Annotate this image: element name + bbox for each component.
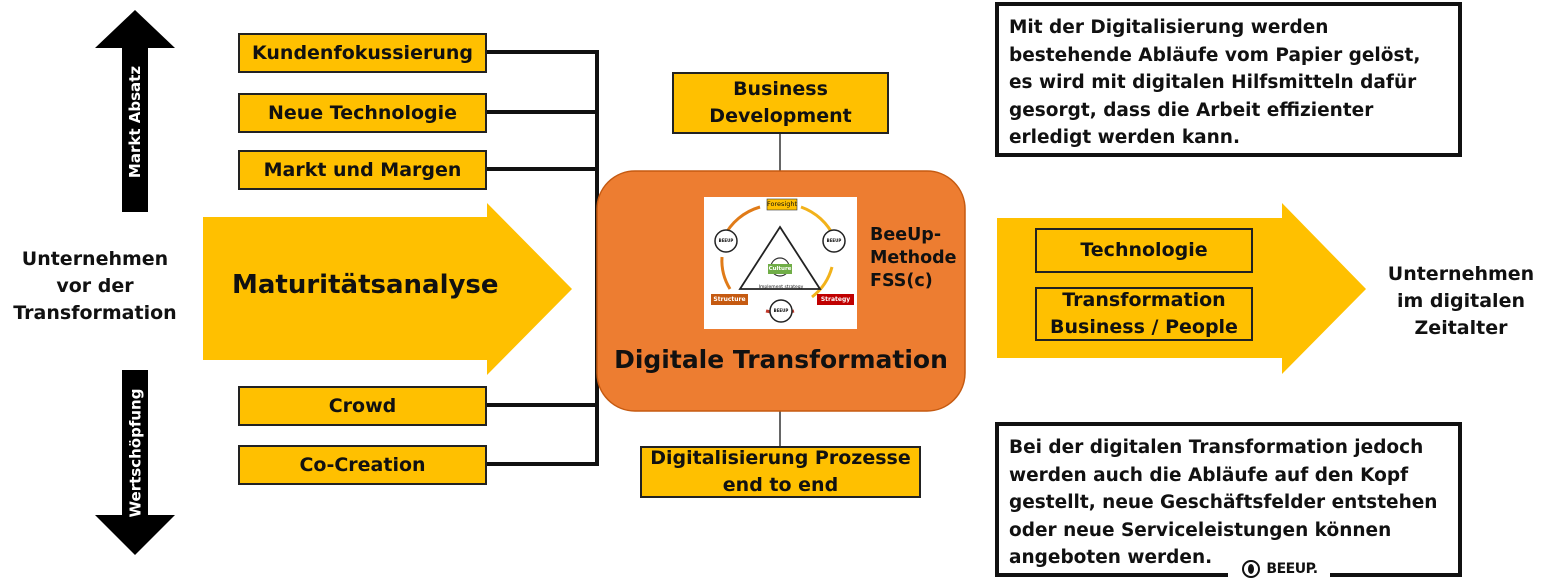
implement-label: Implement strategy (758, 285, 804, 290)
beeup-badge-icon (714, 229, 738, 253)
logo-text: BEEUP. (1266, 561, 1318, 577)
fss-cycle-diagram (711, 198, 854, 323)
note-digitalization: Mit der Digitalisierung werden bestehend… (995, 2, 1462, 157)
start-label: Unternehmen vor der Transformation (13, 248, 177, 324)
market-label: Markt Absatz (126, 65, 144, 179)
factor-customer-focus: Kundenfokussierung (238, 33, 487, 73)
business-development-box: Business Development (672, 72, 889, 134)
center-title: Digitale Transformation (614, 345, 948, 374)
strategy-label: Strategy (820, 296, 851, 303)
badge-text: BEEUP (718, 238, 734, 243)
badge-text: BEEUP (826, 238, 842, 243)
factor-market-margins: Markt und Margen (238, 150, 487, 190)
outcome-transformation: Transformation Business / People (1035, 287, 1253, 341)
down-arrow (95, 370, 175, 555)
factor-crowd: Crowd (238, 386, 487, 426)
factor-new-technology: Neue Technologie (238, 93, 487, 133)
outcome-technology: Technologie (1035, 228, 1253, 273)
culture-label: Culture (768, 266, 792, 272)
bee-icon (1242, 560, 1261, 578)
beeup-badge-icon (769, 299, 793, 323)
factor-co-creation: Co-Creation (238, 445, 487, 485)
end-label: Unternehmen im digitalen Zeitalter (1387, 263, 1535, 339)
foresight-label: Foresight (767, 200, 797, 208)
up-arrow (95, 10, 175, 212)
note-transformation: Bei der digitalen Transformation jedoch … (995, 422, 1462, 577)
down-arrow-label-wrap: Wertschöpfung (65, 389, 205, 518)
maturity-arrow-shape (203, 203, 572, 375)
badge-text: BEEUP (773, 308, 789, 313)
structure-label: Structure (713, 296, 746, 303)
fss-method-figure: Foresight Culture Structure Strategy Imp… (704, 197, 857, 329)
method-label: BeeUp-Methode FSS(c) (870, 225, 957, 291)
up-arrow-label-wrap: Markt Absatz (76, 66, 194, 178)
process-digitalization-box: Digitalisierung Prozesse end to end (640, 446, 921, 498)
value-creation-label: Wertschöpfung (125, 388, 144, 518)
beeup-logo: BEEUP. (1228, 556, 1330, 582)
maturity-label: Maturitätsanalyse (232, 270, 499, 300)
beeup-badge-icon (822, 229, 846, 253)
